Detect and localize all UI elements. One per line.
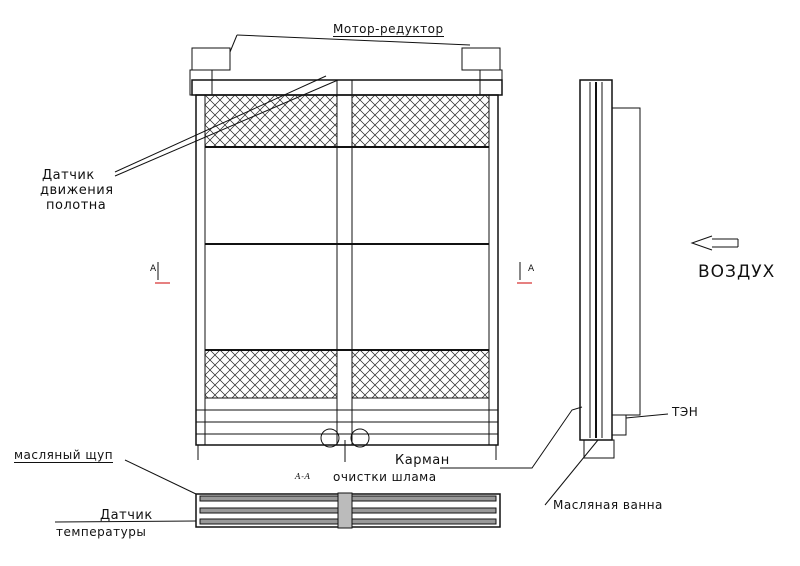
air-arrow-icon [690,235,739,251]
oil-bath-label: Масляная ванна [553,498,663,512]
pocket-label-line1: Карман [395,453,450,468]
section-marker-left: A [150,264,157,274]
temp-sensor-label-line2: температуры [56,525,147,539]
plan-view [54,459,501,529]
section-view-label: A-A [295,472,311,481]
motor-left-icon [191,47,231,71]
sensor-label-line1: Датчик [42,168,95,183]
side-view [440,79,739,506]
motor-reducer-label: Мотор-редуктор [333,22,444,37]
section-marker-right: A [528,264,535,274]
front-view [114,34,532,462]
heater-icon [611,414,627,436]
motor-right-icon [461,47,501,71]
dipstick-label: масляный щуп [14,448,114,463]
air-label: ВОЗДУХ [698,262,776,282]
sensor-label-line3: полотна [46,198,107,213]
heater-label: ТЭН [672,405,699,419]
sensor-label-line2: движения [40,183,114,198]
pocket-label-line2: очистки шлама [333,470,437,484]
temp-sensor-label-line1: Датчик [100,508,153,523]
oil-bath-icon [583,439,615,459]
